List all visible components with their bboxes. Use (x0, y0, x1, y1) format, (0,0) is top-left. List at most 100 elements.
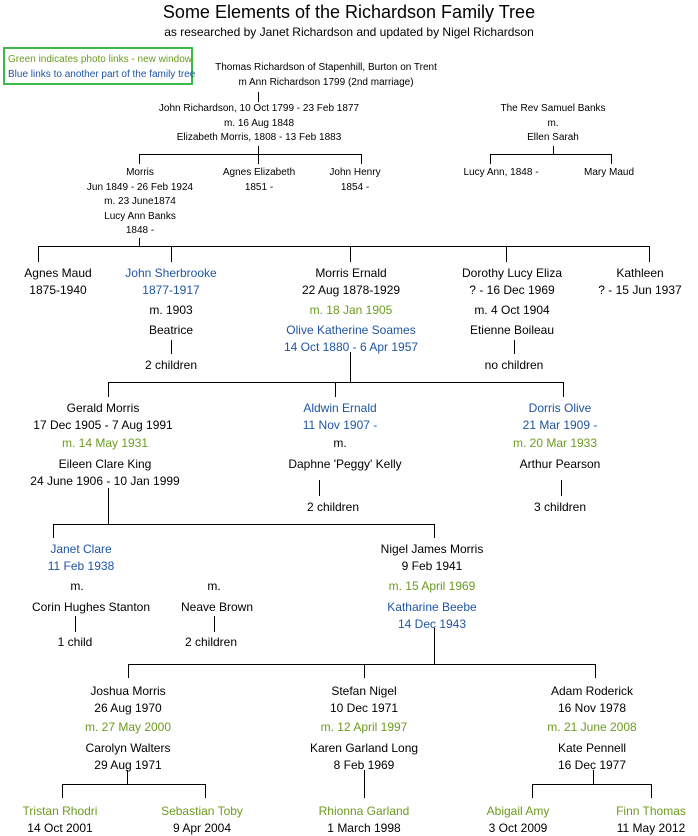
person-name: Morris (126, 167, 154, 178)
link-katharine-beebe[interactable]: Katharine Beebe 14 Dec 1943 (387, 599, 476, 632)
person-thomas-richardson: Thomas Richardson of Stapenhill, Burton … (215, 61, 437, 90)
photo-link-tristan-rhodri[interactable]: Tristan Rhodri (22, 804, 98, 818)
spouse-name: Lucy Ann Banks (104, 210, 176, 222)
person-sebastian-toby: Sebastian Toby 9 Apr 2004 (161, 803, 243, 836)
photo-link-marriage-2008[interactable]: m. 21 June 2008 (547, 720, 637, 734)
spouse-dates: 14 Oct 1880 - 6 Apr 1957 (283, 339, 419, 354)
photo-link-abigail-amy[interactable]: Abigail Amy (486, 804, 550, 818)
spouse-name: Katharine Beebe (387, 600, 477, 614)
marriage-label: m. (547, 117, 559, 129)
person-dates: Jun 1849 - 26 Feb 1924 (86, 181, 194, 193)
connector (490, 154, 491, 164)
person-dates: 9 Apr 2004 (172, 820, 232, 835)
connector (561, 480, 562, 496)
photo-link-sebastian-toby[interactable]: Sebastian Toby (161, 804, 243, 818)
connector (139, 154, 361, 155)
photo-link-marriage-2000[interactable]: m. 27 May 2000 (84, 720, 172, 734)
person-dates: 11 Nov 1907 - (302, 417, 378, 432)
person-name: Thomas Richardson of Stapenhill, Burton … (215, 62, 437, 73)
marriage-info: m Ann Richardson 1799 (2nd marriage) (238, 76, 414, 88)
person-kathleen: Kathleen ? - 15 Jun 1937 (598, 265, 681, 298)
legend-photo-links: Green indicates photo links - new window (8, 54, 192, 65)
connector (171, 340, 172, 354)
marriage-date: m. 23 June1874 (104, 196, 176, 207)
children-count: 2 children (184, 635, 238, 649)
spouse-dates: 24 June 1906 - 10 Jan 1999 (30, 473, 180, 488)
link-janet-clare[interactable]: Janet Clare 11 Feb 1938 (48, 541, 115, 574)
person-dates: 16 Nov 1978 (557, 700, 627, 715)
person-name: Dorris Olive (528, 401, 592, 415)
spouse-name: Kate Pennell (557, 741, 627, 755)
connector (38, 246, 39, 262)
person-gerald-morris: Gerald Morris 17 Dec 1905 - 7 Aug 1991 (33, 400, 172, 433)
connector (350, 352, 351, 382)
person-name: Morris Ernald (315, 266, 387, 280)
connector (38, 246, 650, 247)
person-name: Gerald Morris (66, 401, 140, 415)
connector (53, 524, 54, 538)
connector (563, 382, 564, 397)
person-morris-ernald: Morris Ernald 22 Aug 1878-1929 (302, 265, 400, 298)
spouse-name: Karen Garland Long (309, 741, 419, 755)
photo-link-marriage-1931[interactable]: m. 14 May 1931 (61, 436, 149, 450)
connector (514, 340, 515, 354)
person-dates: 1854 - (340, 181, 370, 193)
photo-link-marriage-1997[interactable]: m. 12 April 1997 (320, 720, 408, 734)
photo-link-marriage-1969[interactable]: m. 15 April 1969 (388, 579, 476, 593)
spouse-name: Neave Brown (180, 600, 254, 614)
link-aldwin-ernald[interactable]: Aldwin Ernald 11 Nov 1907 - (303, 400, 378, 433)
marriage-date: m. 1903 (149, 303, 193, 317)
link-olive-katherine-soames[interactable]: Olive Katherine Soames 14 Oct 1880 - 6 A… (284, 322, 418, 355)
person-tristan-rhodri: Tristan Rhodri 14 Oct 2001 (23, 803, 98, 836)
connector (108, 382, 109, 397)
photo-link-marriage-1933[interactable]: m. 20 Mar 1933 (512, 436, 598, 450)
connector (532, 784, 652, 785)
spouse-kate-pennell: Kate Pennell 16 Dec 1977 (558, 740, 626, 773)
spouse-name: Daphne 'Peggy' Kelly (288, 457, 402, 471)
person-name: Stefan Nigel (331, 684, 397, 698)
spouse-eileen-clare-king: Eileen Clare King 24 June 1906 - 10 Jan … (30, 456, 179, 489)
person-dates: 26 Aug 1970 (94, 700, 162, 715)
connector (651, 784, 652, 798)
connector (258, 146, 259, 154)
person-samuel-banks: The Rev Samuel Banks m. Ellen Sarah (500, 102, 605, 146)
person-dates: 22 Aug 1878-1929 (301, 282, 401, 297)
person-john-richardson: John Richardson, 10 Oct 1799 - 23 Feb 18… (159, 102, 359, 146)
person-name: John Sherbrooke (125, 266, 217, 280)
link-john-sherbrooke[interactable]: John Sherbrooke 1877-1917 (125, 265, 216, 298)
spouse-dates: 16 Dec 1977 (557, 757, 627, 772)
person-dates: ? - 16 Dec 1969 (469, 282, 555, 297)
person-abigail-amy: Abigail Amy 3 Oct 2009 (487, 803, 550, 836)
spouse-name: Arthur Pearson (519, 457, 601, 471)
person-stefan-nigel: Stefan Nigel 10 Dec 1971 (330, 683, 398, 716)
person-john-henry: John Henry 1854 - (329, 166, 380, 195)
connector (205, 784, 206, 798)
connector (532, 784, 533, 798)
person-rhionna-garland: Rhionna Garland 1 March 1998 (319, 803, 410, 836)
photo-link-marriage-1905[interactable]: m. 18 Jan 1905 (309, 303, 393, 317)
connector (611, 154, 612, 164)
person-name: John Richardson, 10 Oct 1799 - 23 Feb 18… (158, 103, 360, 114)
connector (127, 770, 128, 784)
connector (171, 246, 172, 262)
connector (75, 616, 76, 632)
spouse-dates: 29 Aug 1971 (94, 757, 162, 772)
spouse-name: Ellen Sarah (527, 132, 579, 143)
spouse-name: Corin Hughes Stanton (31, 600, 151, 614)
person-dates: ? - 15 Jun 1937 (598, 282, 682, 297)
person-name: Kathleen (616, 266, 664, 280)
connector (108, 382, 564, 383)
person-dates: 17 Dec 1905 - 7 Aug 1991 (33, 417, 173, 432)
person-joshua-morris: Joshua Morris 26 Aug 1970 (90, 683, 165, 716)
connector (335, 382, 336, 397)
children-count: 2 children (306, 500, 360, 514)
legend-box: Green indicates photo links - new window… (3, 47, 196, 85)
children-count: no children (484, 358, 544, 372)
legend-tree-links: Blue links to another part of the family… (8, 69, 196, 80)
connector (258, 154, 259, 164)
connector (139, 154, 140, 164)
photo-link-rhionna-garland[interactable]: Rhionna Garland (318, 804, 410, 818)
photo-link-finn-thomas[interactable]: Finn Thomas (616, 804, 686, 818)
connector (108, 488, 109, 524)
link-dorris-olive[interactable]: Dorris Olive 21 Mar 1909 - (523, 400, 598, 433)
